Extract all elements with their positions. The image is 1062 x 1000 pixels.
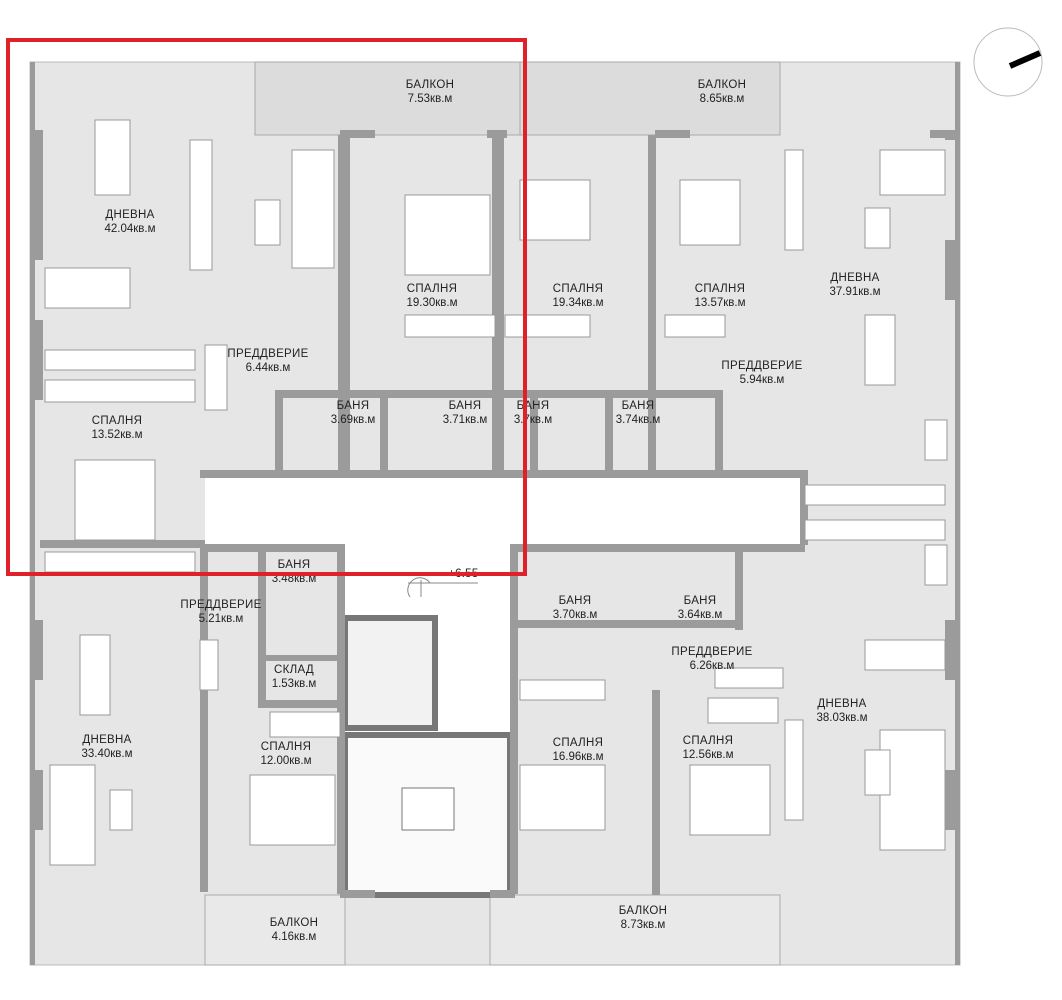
room-label: БАНЯ 3.48кв.м bbox=[272, 558, 317, 586]
room-name: ПРЕДДВЕРИЕ bbox=[227, 348, 309, 360]
room-area: 6.44кв.м bbox=[245, 362, 291, 374]
level-mark: +6.55 bbox=[448, 566, 479, 580]
room-name: ДНЕВНА bbox=[82, 734, 132, 746]
room-area: 12.00кв.м bbox=[260, 755, 312, 767]
room-area: 19.30кв.м bbox=[406, 297, 458, 309]
room-label: БАЛКОН 4.16кв.м bbox=[270, 916, 318, 944]
balcony-top-right bbox=[519, 61, 781, 136]
room-name: СПАЛНЯ bbox=[406, 283, 458, 295]
room-area: 13.57кв.м bbox=[694, 297, 746, 309]
room-label: СПАЛНЯ 16.96кв.м bbox=[552, 736, 603, 764]
room-area: 3.70кв.м bbox=[552, 609, 598, 621]
room-label: БАЛКОН 8.65кв.м bbox=[698, 78, 746, 106]
room-area: 3.71кв.м bbox=[442, 414, 488, 426]
room-label: БАНЯ 3.69кв.м bbox=[331, 399, 376, 427]
room-name: ПРЕДДВЕРИЕ bbox=[671, 646, 753, 658]
room-name: БАНЯ bbox=[558, 595, 592, 607]
room-label: БАНЯ 3.64кв.м bbox=[678, 594, 723, 622]
balcony-bottom-left bbox=[204, 894, 346, 966]
corridor bbox=[205, 478, 800, 544]
stair-landing bbox=[401, 787, 455, 831]
room-name: ДНЕВНА bbox=[830, 272, 880, 284]
room-area: 8.65кв.м bbox=[699, 93, 745, 105]
room-label: БАЛКОН 7.53кв.м bbox=[406, 78, 454, 106]
room-name: СКЛАД bbox=[274, 664, 314, 676]
balcony-top-left bbox=[254, 61, 521, 136]
room-label: ПРЕДДВЕРИЕ 5.21кв.м bbox=[180, 598, 261, 626]
room-area: 5.94кв.м bbox=[739, 374, 785, 386]
room-label: ДНЕВНА 42.04кв.м bbox=[104, 208, 155, 236]
room-area: 42.04кв.м bbox=[104, 223, 156, 235]
room-label: СПАЛНЯ 13.57кв.м bbox=[694, 282, 745, 310]
room-area: 6.26кв.м bbox=[689, 660, 735, 672]
room-name: БАЛКОН bbox=[269, 917, 319, 929]
room-name: БАЛКОН bbox=[697, 79, 747, 91]
room-label: БАЛКОН 8.73кв.м bbox=[619, 904, 667, 932]
room-name: СПАЛНЯ bbox=[260, 741, 312, 753]
room-area: 8.73кв.м bbox=[620, 919, 666, 931]
room-name: БАНЯ bbox=[683, 595, 717, 607]
room-area: 3.74кв.м bbox=[615, 414, 661, 426]
elevator bbox=[342, 615, 438, 731]
room-area: 3.64кв.м bbox=[677, 609, 723, 621]
room-name: БАЛКОН bbox=[618, 905, 668, 917]
room-name: СПАЛНЯ bbox=[91, 415, 143, 427]
room-area: 19.34кв.м bbox=[552, 297, 604, 309]
room-label: БАНЯ 3.7кв.м bbox=[514, 399, 552, 427]
room-area: 7.53кв.м bbox=[407, 93, 453, 105]
room-name: БАНЯ bbox=[277, 559, 311, 571]
room-name: ПРЕДДВЕРИЕ bbox=[180, 599, 262, 611]
room-label: ПРЕДДВЕРИЕ 5.94кв.м bbox=[721, 359, 802, 387]
room-name: СПАЛНЯ bbox=[552, 737, 604, 749]
room-area: 13.52кв.м bbox=[91, 429, 143, 441]
room-area: 3.7кв.м bbox=[513, 414, 553, 426]
room-label: СПАЛНЯ 19.30кв.м bbox=[406, 282, 457, 310]
room-name: СПАЛНЯ bbox=[694, 283, 746, 295]
level-marker-symbol bbox=[407, 577, 478, 598]
room-area: 3.48кв.м bbox=[271, 573, 317, 585]
room-name: БАНЯ bbox=[336, 400, 370, 412]
room-name: БАНЯ bbox=[516, 400, 550, 412]
room-name: ДНЕВНА bbox=[817, 698, 867, 710]
room-area: 3.69кв.м bbox=[330, 414, 376, 426]
room-label: СПАЛНЯ 19.34кв.м bbox=[552, 282, 603, 310]
room-name: СПАЛНЯ bbox=[682, 735, 734, 747]
room-label: СПАЛНЯ 12.00кв.м bbox=[260, 740, 311, 768]
room-label: СПАЛНЯ 12.56кв.м bbox=[682, 734, 733, 762]
room-area: 4.16кв.м bbox=[271, 931, 317, 943]
room-area: 38.03кв.м bbox=[816, 712, 868, 724]
room-label: СКЛАД 1.53кв.м bbox=[272, 663, 317, 691]
room-label: БАНЯ 3.70кв.м bbox=[553, 594, 598, 622]
room-name: БАНЯ bbox=[621, 400, 655, 412]
room-name: СПАЛНЯ bbox=[552, 283, 604, 295]
room-label: ПРЕДДВЕРИЕ 6.26кв.м bbox=[671, 645, 752, 673]
room-area: 33.40кв.м bbox=[81, 748, 133, 760]
room-label: ДНЕВНА 33.40кв.м bbox=[81, 733, 132, 761]
room-area: 5.21кв.м bbox=[198, 613, 244, 625]
room-label: СПАЛНЯ 13.52кв.м bbox=[91, 414, 142, 442]
room-label: ДНЕВНА 38.03кв.м bbox=[816, 697, 867, 725]
room-name: ПРЕДДВЕРИЕ bbox=[721, 360, 803, 372]
balcony-bottom-right bbox=[489, 894, 781, 966]
room-area: 16.96кв.м bbox=[552, 751, 604, 763]
room-label: БАНЯ 3.74кв.м bbox=[616, 399, 661, 427]
room-name: ДНЕВНА bbox=[105, 209, 155, 221]
room-name: БАЛКОН bbox=[405, 79, 455, 91]
room-label: ДНЕВНА 37.91кв.м bbox=[829, 271, 880, 299]
room-area: 12.56кв.м bbox=[682, 749, 734, 761]
room-name: БАНЯ bbox=[448, 400, 482, 412]
room-label: ПРЕДДВЕРИЕ 6.44кв.м bbox=[227, 347, 308, 375]
room-area: 1.53кв.м bbox=[271, 678, 317, 690]
room-label: БАНЯ 3.71кв.м bbox=[443, 399, 488, 427]
room-area: 37.91кв.м bbox=[829, 286, 881, 298]
north-arrow-icon bbox=[973, 27, 1043, 97]
